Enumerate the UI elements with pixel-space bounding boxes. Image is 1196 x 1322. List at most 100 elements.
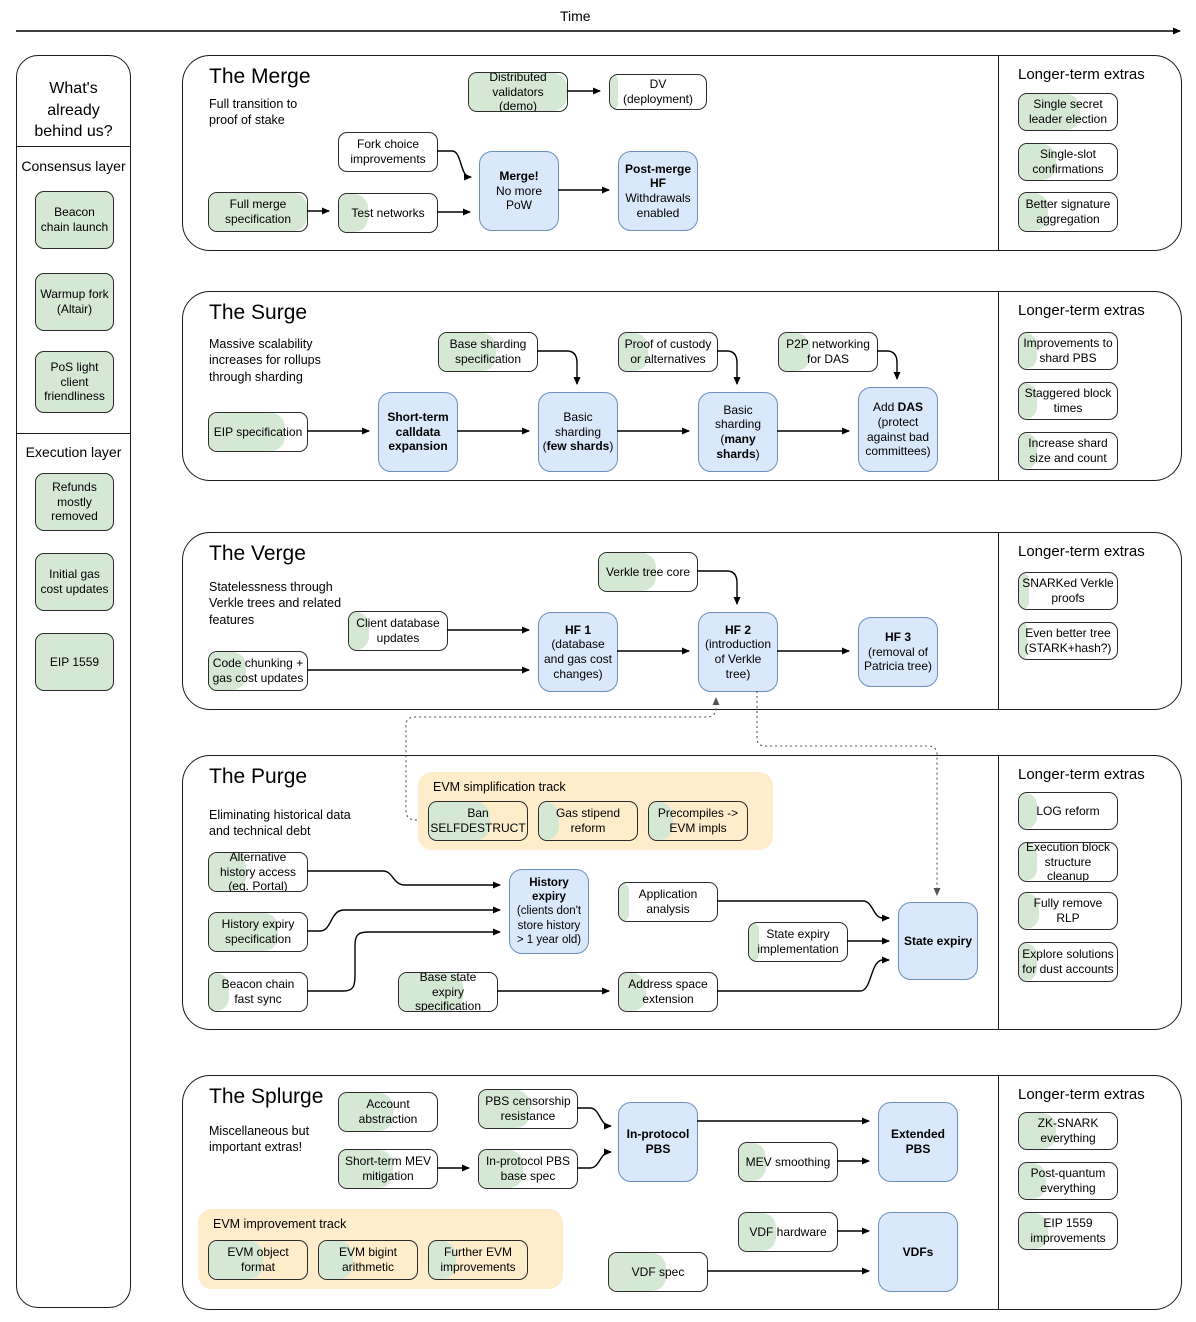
extra-staggered-block-times: Staggered block times [1018, 382, 1118, 420]
divider [998, 292, 999, 480]
section-the-merge: The Merge Full transition to proof of st… [182, 55, 1182, 251]
divider [998, 1076, 999, 1309]
divider [998, 756, 999, 1029]
node-code-chunking: Code chunking + gas cost updates [208, 651, 308, 691]
section-subtitle: Eliminating historical data and technica… [209, 808, 351, 839]
node-client-database-updates: Client database updates [348, 611, 448, 651]
node-vdf-hardware: VDF hardware [738, 1212, 838, 1252]
extras-header: Longer-term extras [1018, 543, 1145, 560]
node-beacon-chain-fast-sync: Beacon chain fast sync [208, 972, 308, 1012]
behind-us-column: What's already behind us? Consensus laye… [16, 55, 131, 1308]
node-eip-1559: EIP 1559 [35, 633, 114, 691]
node-precompiles-evm-impls: Precompiles -> EVM impls [648, 801, 748, 841]
section-title: The Purge [209, 765, 308, 788]
node-short-term-mev-mitigation: Short-term MEV mitigation [338, 1149, 438, 1189]
extra-single-slot-confirmations: Single-slot confirmations [1018, 143, 1118, 181]
node-history-expiry: History expiry(clients don't store histo… [509, 869, 589, 954]
extra-execution-block-cleanup: Execution block structure cleanup [1018, 842, 1118, 882]
node-full-merge-specification: Full merge specification [208, 192, 308, 232]
node-basic-sharding-few: Basic sharding (few shards) [538, 392, 618, 472]
node-eip-specification: EIP specification [208, 412, 308, 452]
node-evm-object-format: EVM object format [208, 1240, 308, 1280]
node-state-expiry: State expiry [898, 902, 978, 980]
section-subtitle: Full transition to proof of stake [209, 97, 298, 128]
divider [17, 146, 130, 147]
node-further-evm-improvements: Further EVM improvements [428, 1240, 528, 1280]
section-the-purge: The Purge Eliminating historical data an… [182, 755, 1182, 1030]
node-mev-smoothing: MEV smoothing [738, 1142, 838, 1182]
node-hf1: HF 1(database and gas cost changes) [538, 612, 618, 692]
extra-log-reform: LOG reform [1018, 792, 1118, 830]
node-hf2: HF 2(introduction of Verkle tree) [698, 612, 778, 692]
node-dv-deployment: DV (deployment) [609, 74, 707, 110]
node-pos-light-client: PoS light client friendliness [35, 351, 114, 413]
node-base-state-expiry-spec: Base state expiry specification [398, 972, 498, 1012]
track-title: EVM simplification track [433, 780, 566, 794]
node-initial-gas-cost: Initial gas cost updates [35, 553, 114, 611]
divider [17, 433, 130, 434]
node-application-analysis: Application analysis [618, 882, 718, 922]
extra-zk-snark-everything: ZK-SNARK everything [1018, 1112, 1118, 1150]
section-title: The Splurge [209, 1085, 324, 1108]
node-account-abstraction: Account abstraction [338, 1092, 438, 1132]
section-title: The Merge [209, 65, 311, 88]
node-evm-bigint-arithmetic: EVM bigint arithmetic [318, 1240, 418, 1280]
node-proof-of-custody: Proof of custody or alternatives [618, 332, 718, 372]
track-title: EVM improvement track [213, 1217, 347, 1231]
node-hf3: HF 3(removal of Patricia tree) [858, 617, 938, 687]
extra-eip-1559-improvements: EIP 1559 improvements [1018, 1212, 1118, 1250]
node-address-space-extension: Address space extension [618, 972, 718, 1012]
extra-single-secret-leader: Single secret leader election [1018, 93, 1118, 131]
extra-fully-remove-rlp: Fully remove RLP [1018, 892, 1118, 930]
extras-header: Longer-term extras [1018, 302, 1145, 319]
node-test-networks: Test networks [338, 193, 438, 233]
node-basic-sharding-many: Basic sharding (many shards) [698, 392, 778, 472]
node-fork-choice-improvements: Fork choice improvements [338, 132, 438, 172]
node-vdfs: VDFs [878, 1212, 958, 1292]
extra-post-quantum-everything: Post-quantum everything [1018, 1162, 1118, 1200]
node-distributed-validators: Distributed validators (demo) [468, 72, 568, 112]
section-the-splurge: The Splurge Miscellaneous but important … [182, 1075, 1182, 1310]
node-add-das: Add DAS (protect against bad committees) [858, 387, 938, 472]
extra-better-signature-aggregation: Better signature aggregation [1018, 192, 1118, 232]
node-base-sharding-spec: Base sharding specification [438, 332, 538, 372]
consensus-layer-header: Consensus layer [21, 158, 126, 174]
extra-explore-dust-accounts: Explore solutions for dust accounts [1018, 942, 1118, 982]
extra-improvements-shard-pbs: Improvements to shard PBS [1018, 332, 1118, 370]
extra-even-better-tree: Even better tree (STARK+hash?) [1018, 622, 1118, 660]
extras-header: Longer-term extras [1018, 66, 1145, 83]
divider [998, 56, 999, 250]
node-history-expiry-spec: History expiry specification [208, 912, 308, 952]
behind-us-title: What's already behind us? [34, 80, 113, 141]
node-ban-selfdestruct: Ban SELFDESTRUCT [428, 801, 528, 841]
node-extended-pbs: Extended PBS [878, 1102, 958, 1182]
node-verkle-tree-core: Verkle tree core [598, 552, 698, 592]
section-the-surge: The Surge Massive scalability increases … [182, 291, 1182, 481]
execution-layer-header: Execution layer [25, 444, 122, 460]
section-subtitle: Statelessness through Verkle trees and r… [209, 580, 342, 627]
evm-simplification-track: EVM simplification track Ban SELFDESTRUC… [418, 772, 773, 850]
section-subtitle: Massive scalability increases for rollup… [209, 337, 321, 384]
node-short-term-calldata: Short-term calldata expansion [378, 392, 458, 472]
section-title: The Verge [209, 542, 306, 565]
section-title: The Surge [209, 301, 308, 324]
divider [998, 533, 999, 709]
extras-header: Longer-term extras [1018, 766, 1145, 783]
node-in-protocol-pbs-base-spec: In-protocol PBS base spec [478, 1149, 578, 1189]
extra-increase-shard-size: Increase shard size and count [1018, 432, 1118, 470]
extras-header: Longer-term extras [1018, 1086, 1145, 1103]
node-alternative-history-access: Alternative history access (eg. Portal) [208, 852, 308, 892]
evm-improvement-track: EVM improvement track EVM object format … [198, 1209, 563, 1289]
node-refunds-removed: Refunds mostly removed [35, 473, 114, 531]
node-gas-stipend-reform: Gas stipend reform [538, 801, 638, 841]
extra-snarked-verkle-proofs: SNARKed Verkle proofs [1018, 572, 1118, 610]
section-subtitle: Miscellaneous but important extras! [209, 1124, 310, 1155]
node-beacon-chain-launch: Beacon chain launch [35, 191, 114, 249]
node-state-expiry-implementation: State expiry implementation [748, 922, 848, 962]
node-vdf-spec: VDF spec [608, 1252, 708, 1292]
node-merge-milestone: Merge!No more PoW [479, 151, 559, 231]
section-the-verge: The Verge Statelessness through Verkle t… [182, 532, 1182, 710]
node-pbs-censorship-resistance: PBS censorship resistance [478, 1089, 578, 1129]
